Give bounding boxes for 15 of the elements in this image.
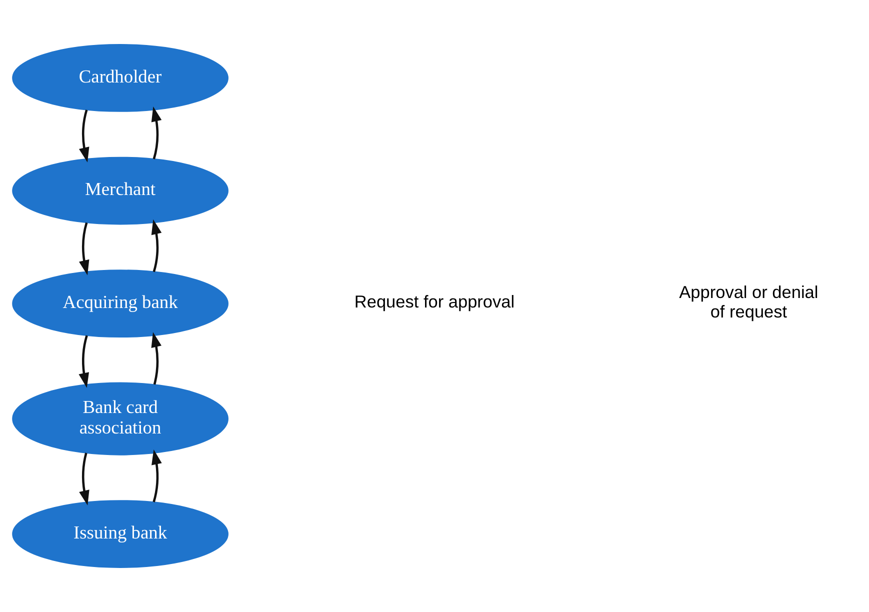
node-ellipse: Bank card association (12, 382, 228, 456)
arrow (151, 219, 162, 272)
node-ellipse: Cardholder (12, 44, 228, 112)
node-ellipse: Issuing bank (12, 500, 228, 568)
arrow (151, 106, 162, 160)
node-ellipse: Acquiring bank (12, 270, 228, 338)
arrow (151, 332, 162, 385)
arrow (152, 450, 162, 502)
arrow (78, 222, 90, 276)
label: Request for approval (354, 292, 515, 312)
arrow (78, 110, 90, 162)
node-ellipse: Merchant (12, 156, 228, 225)
arrow (79, 452, 90, 506)
arrow (78, 335, 90, 388)
label: Approval or denial of request (679, 282, 818, 322)
